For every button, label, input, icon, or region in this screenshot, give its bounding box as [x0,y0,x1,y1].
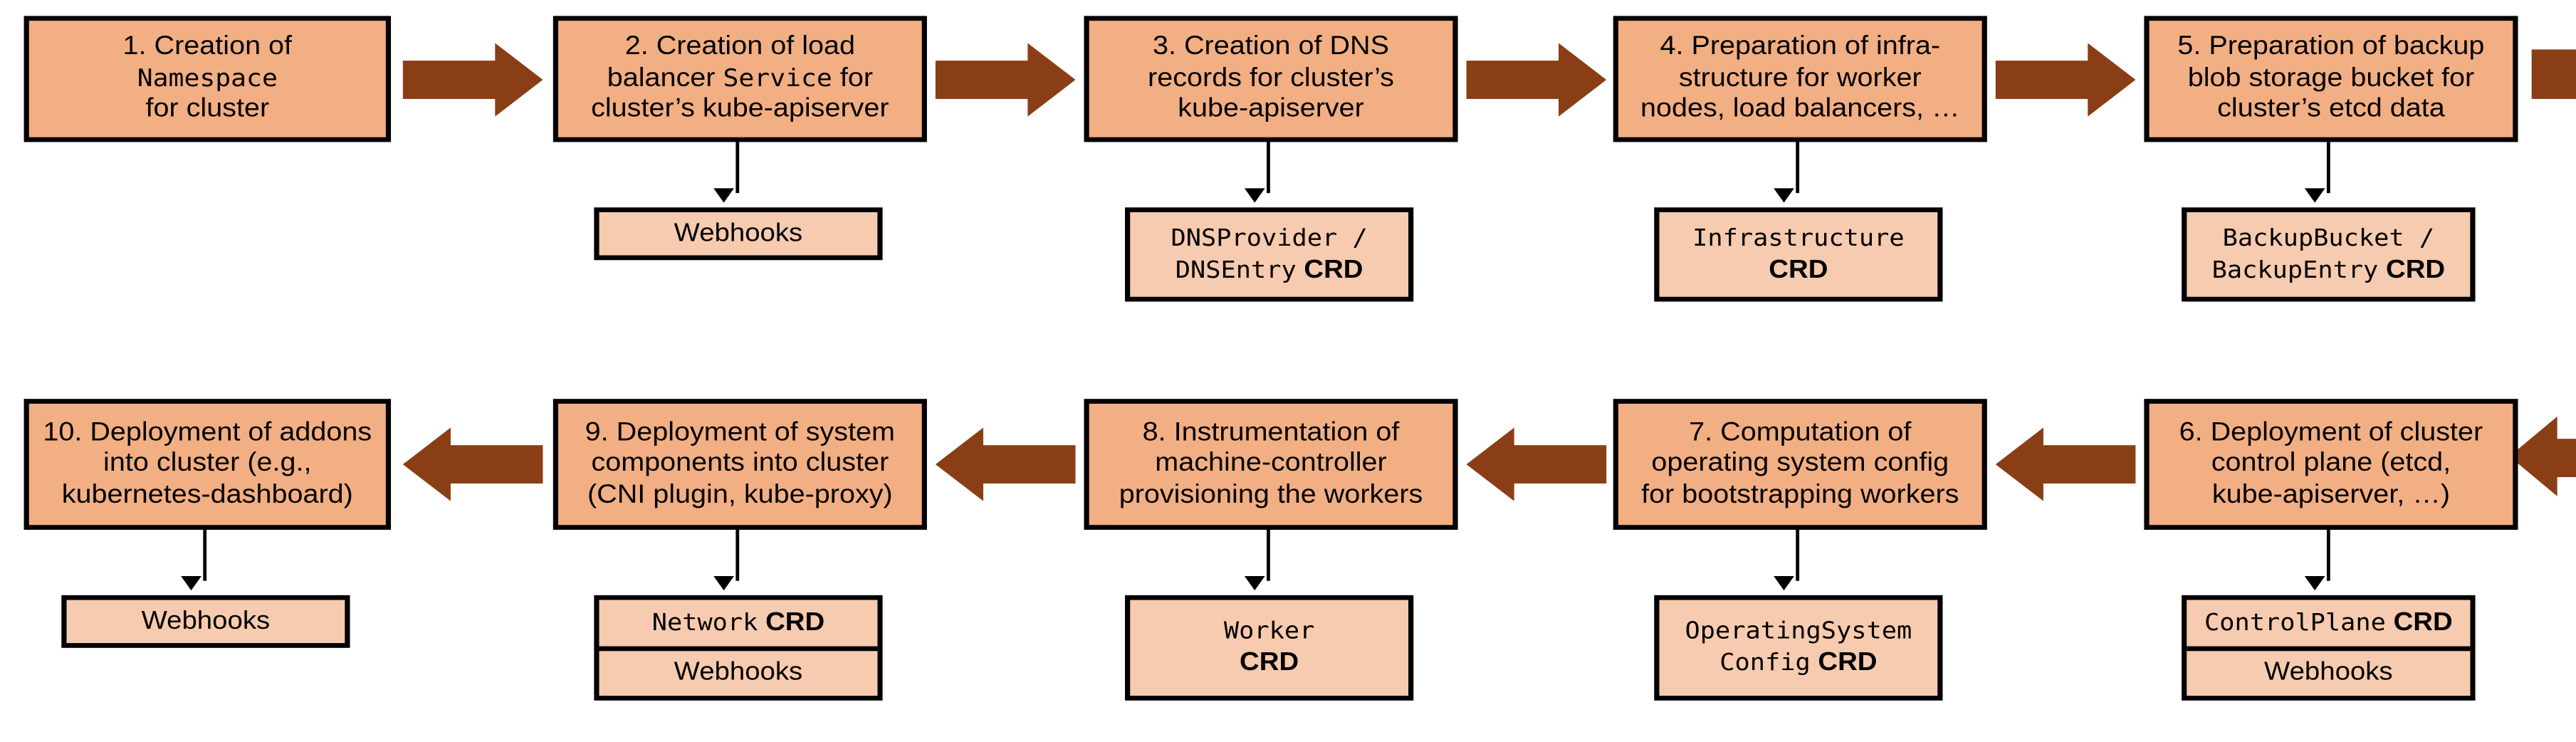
connector-10-arrowhead [181,575,201,591]
arrow-head [2088,43,2136,117]
resource-box-webhooks-2[interactable]: Webhooks [594,207,883,261]
resource-9-crd-label: Network CRD [599,600,878,646]
arrow-head [1466,427,1514,501]
connector-4-arrowhead [1774,188,1794,203]
connector-8 [1267,529,1270,581]
flow-arrow-2-3 [935,43,1076,117]
connector-10 [203,529,207,581]
arrow-head [1559,43,1607,117]
wrap-connector-horizontal-2 [2552,439,2576,478]
resource-5-label: BackupBucket /BackupEntry CRD [2211,224,2446,283]
arrow-shaft [1466,61,1562,99]
resource-box-dns-crd[interactable]: DNSProvider /DNSEntry CRD [1125,207,1414,302]
arrow-shaft [1995,61,2092,99]
arrow-shaft [447,445,543,484]
connector-9 [735,529,740,581]
arrow-head [402,427,451,501]
arrow-head [935,427,984,501]
step-4-label: 4. Preparation of infra-structure for wo… [1640,32,1960,124]
resource-3-label: DNSProvider /DNSEntry CRD [1171,224,1368,283]
connector-6 [2326,529,2330,581]
arrow-shaft [980,445,1076,484]
flow-arrow-6-7 [1995,427,2136,501]
flow-arrow-8-9 [935,427,1076,501]
flow-arrow-1-2 [402,43,543,117]
arrow-shaft [1510,445,1607,484]
flow-arrow-9-10 [402,427,543,501]
resource-stack-network[interactable]: Network CRD Webhooks [594,595,883,701]
resource-stack-controlplane[interactable]: ControlPlane CRD Webhooks [2182,595,2476,701]
arrow-shaft [402,61,499,99]
resource-2-label: Webhooks [674,219,803,247]
arrow-head [1995,427,2043,501]
connector-3-arrowhead [1244,188,1265,203]
resource-10-label: Webhooks [141,607,271,635]
connector-8-arrowhead [1244,575,1265,591]
arrow-shaft [2040,445,2136,484]
step-box-4[interactable]: 4. Preparation of infra-structure for wo… [1613,16,1987,142]
arrow-shaft [935,61,1032,99]
flow-arrow-4-5 [1995,43,2136,117]
connector-4 [1796,142,1800,194]
resource-box-backup-crd[interactable]: BackupBucket /BackupEntry CRD [2182,207,2476,302]
connector-2-arrowhead [713,188,734,203]
connector-5-arrowhead [2304,188,2325,203]
flow-arrow-7-8 [1466,427,1607,501]
connector-7 [1796,529,1800,581]
arrow-head [495,43,543,117]
connector-9-arrowhead [713,575,734,591]
connector-3 [1267,142,1270,194]
resource-6-crd-label: ControlPlane CRD [2187,600,2471,646]
wrap-connector-horizontal [2531,49,2576,99]
flow-arrow-3-4 [1466,43,1607,117]
connector-2 [735,142,740,194]
resource-6-webhooks-label: Webhooks [2187,645,2471,696]
resource-box-webhooks-10[interactable]: Webhooks [61,595,350,648]
connector-7-arrowhead [1774,575,1794,591]
connector-6-arrowhead [2304,575,2325,591]
resource-9-webhooks-label: Webhooks [599,645,878,696]
connector-5 [2326,142,2330,194]
arrow-head [1027,43,1076,117]
